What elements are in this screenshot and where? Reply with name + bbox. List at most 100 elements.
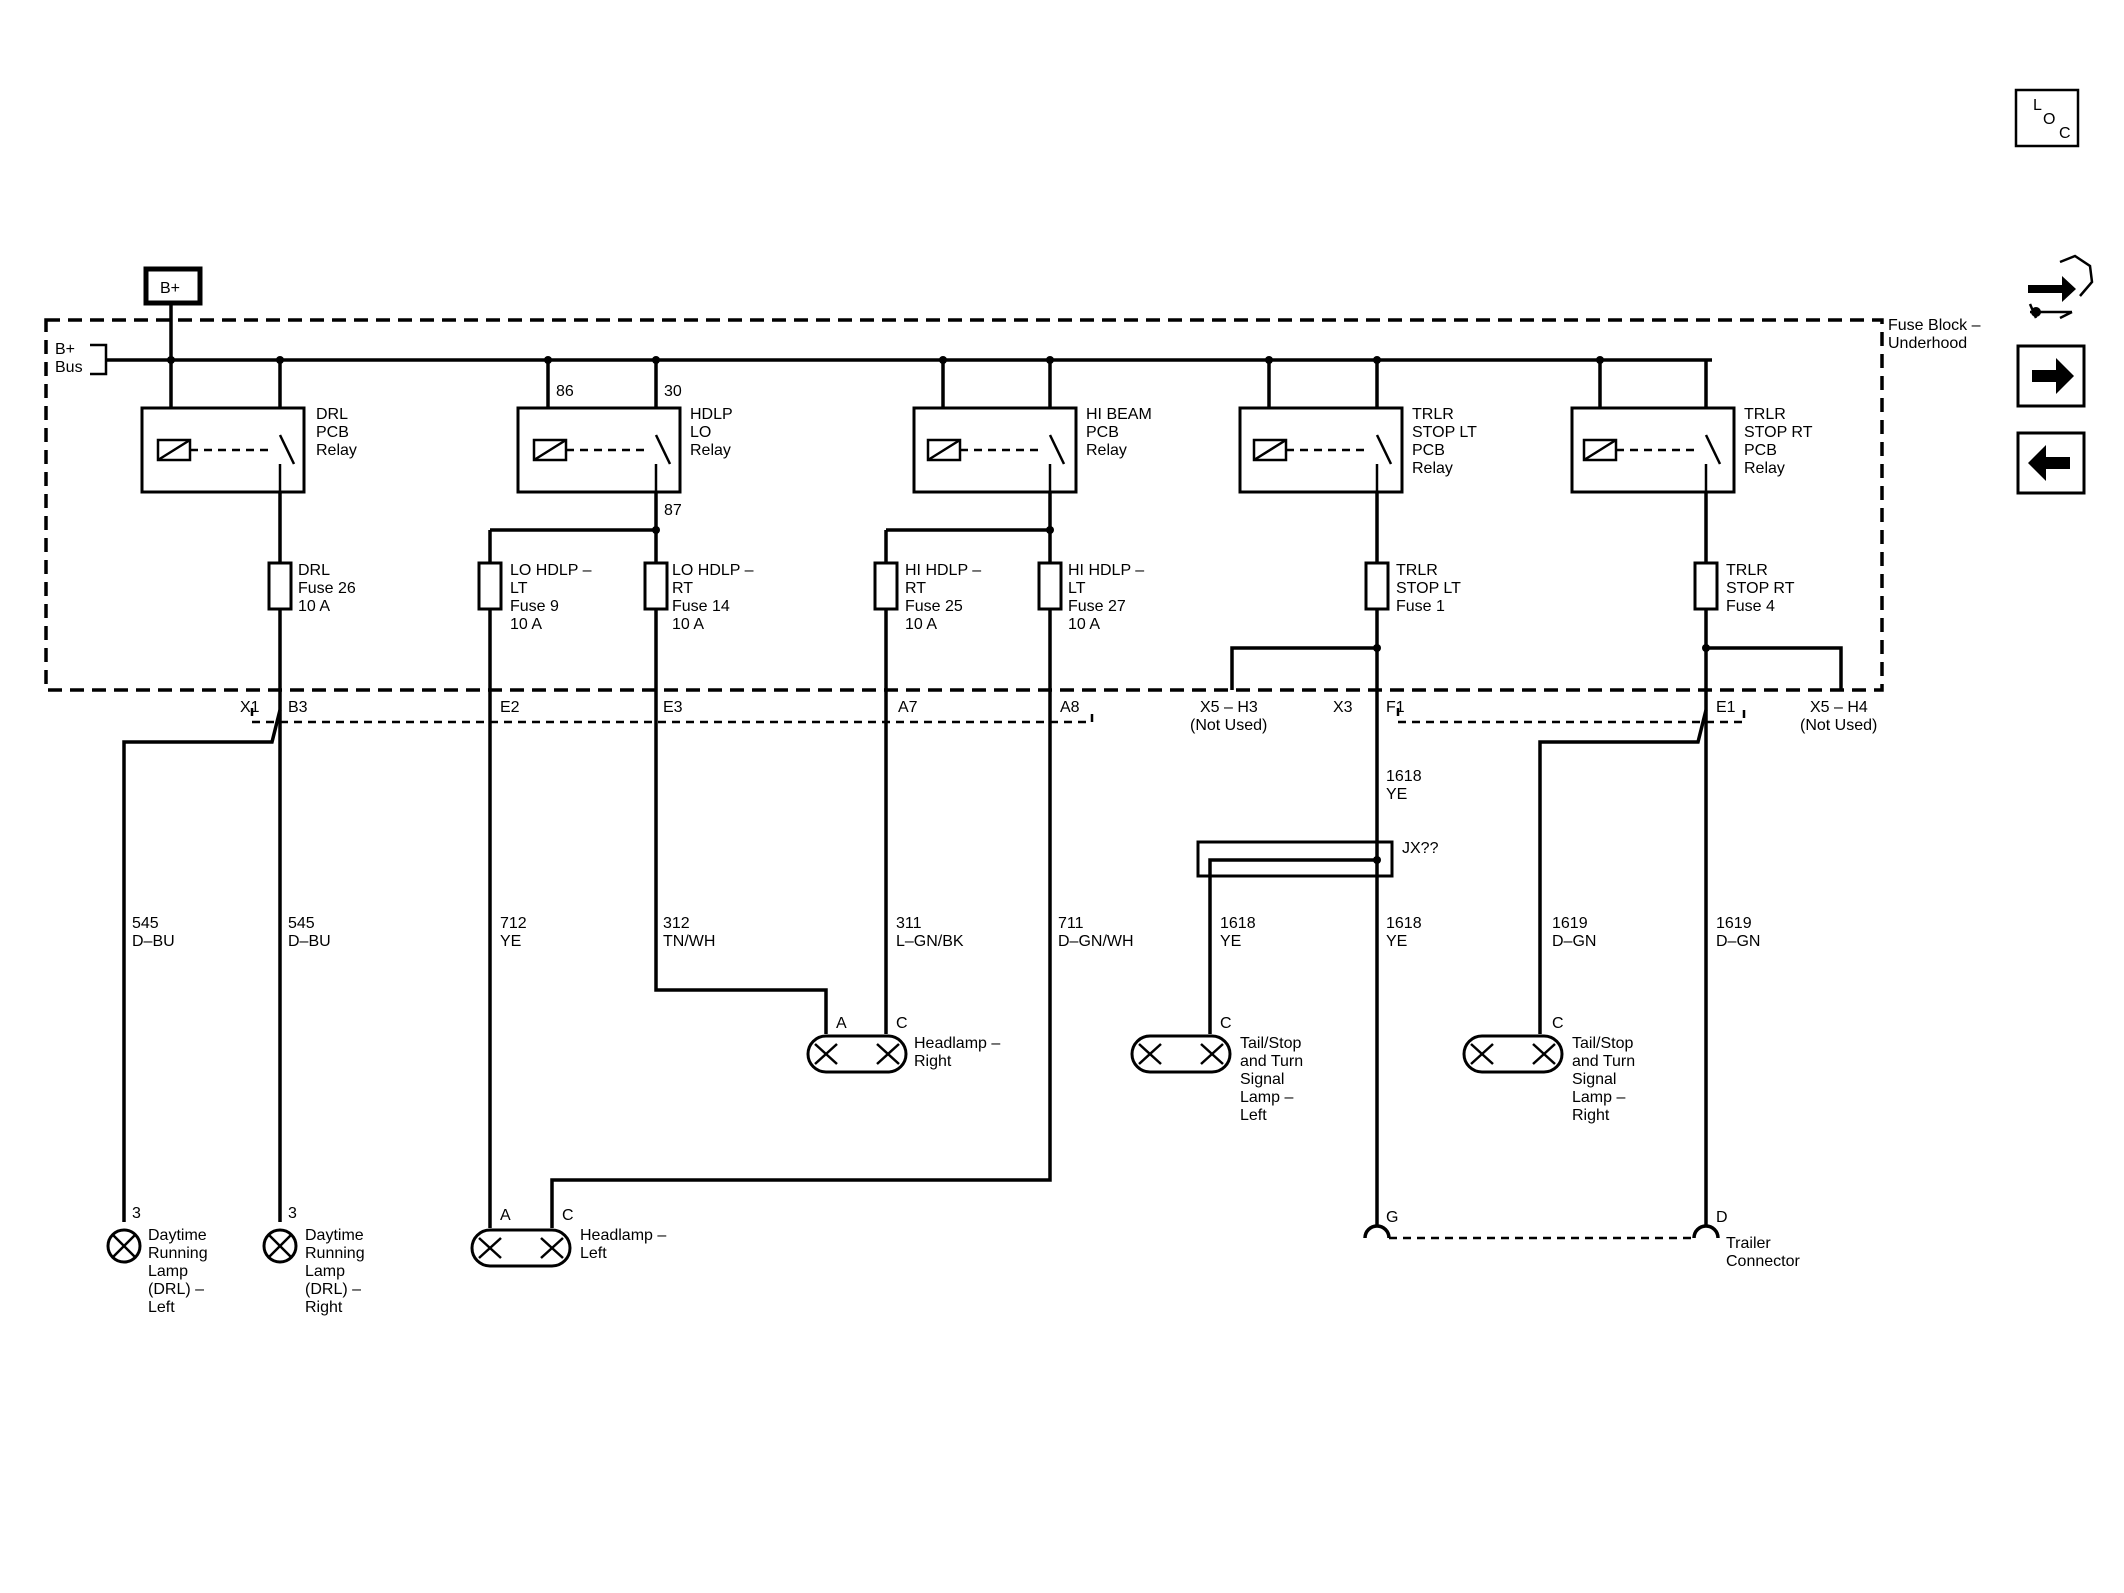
relay-trlr-lt-line-2: STOP LT — [1412, 424, 1477, 441]
relay-trlr-lt-line-1: TRLR — [1412, 406, 1454, 423]
wire-1618-upper-color: YE — [1386, 786, 1407, 803]
headlamp-right-line-1: Headlamp – — [914, 1035, 1000, 1052]
fuse-hi-lt-line-3: Fuse 27 — [1068, 598, 1126, 615]
fuse-lo-rt-line-4: 10 A — [672, 616, 704, 633]
fuse-trlr-rt-line-2: STOP RT — [1726, 580, 1795, 597]
pin-x5-h4-note: (Not Used) — [1800, 717, 1877, 734]
location-button[interactable]: L O C — [2014, 88, 2080, 148]
location-button-frame — [2014, 88, 2080, 148]
relay-hibeam-line-3: Relay — [1086, 442, 1127, 459]
bus-label-1: B+ — [55, 341, 75, 358]
wire-312-color: TN/WH — [663, 933, 715, 950]
fuse-drl-line-2: Fuse 26 — [298, 580, 356, 597]
wire-1618-tail-circuit: 1618 — [1220, 915, 1256, 932]
fuse-trlr-stop-rt — [1693, 561, 1719, 611]
relay-drl-line-2: PCB — [316, 424, 349, 441]
wire-312-circuit: 312 — [663, 915, 690, 932]
trailer-pin-g: G — [1386, 1209, 1398, 1226]
relay-hdlp-line-3: Relay — [690, 442, 731, 459]
relay-drl-line-3: Relay — [316, 442, 357, 459]
fuse-block-boundary — [44, 318, 1884, 692]
pin-x5-h3-note: (Not Used) — [1190, 717, 1267, 734]
bus-junctions — [167, 356, 1604, 364]
tail-left-pin: C — [1220, 1015, 1232, 1032]
wire-1618-tail-color: YE — [1220, 933, 1241, 950]
wire-311-circuit: 311 — [896, 915, 922, 932]
headlamp-left-line-1: Headlamp – — [580, 1227, 666, 1244]
trailer-line-2: Connector — [1726, 1253, 1800, 1270]
relay-hibeam-line-1: HI BEAM — [1086, 406, 1152, 423]
fuse-lo-lt-line-4: 10 A — [510, 616, 542, 633]
tail-stop-lamp-right: C Tail/Stop and Turn Signal Lamp – Right — [1462, 1015, 1635, 1124]
fuse-hi-rt-line-2: RT — [905, 580, 926, 597]
relay-hi-beam: HI BEAM PCB Relay — [912, 360, 1152, 494]
loc-letter-l: L — [2033, 97, 2042, 114]
tail-left-line-5: Left — [1240, 1107, 1267, 1124]
fuse-block-label-1: Fuse Block – — [1888, 317, 1981, 334]
tail-right-line-5: Right — [1572, 1107, 1610, 1124]
loc-letter-o: O — [2043, 111, 2055, 128]
relay-trlr-rt-line-1: TRLR — [1744, 406, 1786, 423]
drl-left-line-1: Daytime — [148, 1227, 207, 1244]
drl-left-line-4: (DRL) – — [148, 1281, 204, 1298]
relay-trlr-lt-line-3: PCB — [1412, 442, 1445, 459]
wire-1619-trailer-color: D–GN — [1716, 933, 1760, 950]
drl-right-line-3: Lamp — [305, 1263, 345, 1280]
relay-trlr-rt-line-2: STOP RT — [1744, 424, 1813, 441]
drl-left-line-5: Left — [148, 1299, 175, 1316]
relay-hibeam-line-2: PCB — [1086, 424, 1119, 441]
fuse-lo-rt-line-2: RT — [672, 580, 693, 597]
headlamp-right-pin-a: A — [836, 1015, 847, 1032]
fuse-lo-hdlp-rt — [643, 561, 669, 611]
pin-x5-h4: X5 – H4 — [1810, 699, 1868, 716]
bus-label-2: Bus — [55, 359, 83, 376]
fuse-lo-hdlp-lt — [477, 561, 503, 611]
fuse-trlr-lt-line-3: Fuse 1 — [1396, 598, 1445, 615]
drl-right-pin: 3 — [288, 1205, 297, 1222]
splice-jx: JX?? — [1196, 840, 1439, 1034]
drl-left-line-3: Lamp — [148, 1263, 188, 1280]
tail-right-line-1: Tail/Stop — [1572, 1035, 1633, 1052]
connector-view-icon[interactable] — [2028, 254, 2094, 320]
wire-545-right-color: D–BU — [288, 933, 331, 950]
relay-trlr-stop-lt: TRLR STOP LT PCB Relay — [1238, 360, 1477, 494]
next-page-arrow-icon — [2032, 358, 2074, 394]
drl-right-line-2: Running — [305, 1245, 365, 1262]
fuse-block-label-2: Underhood — [1888, 335, 1967, 352]
tail-right-line-2: and Turn — [1572, 1053, 1635, 1070]
previous-page-button[interactable] — [2016, 431, 2086, 495]
wire-712-circuit: 712 — [500, 915, 527, 932]
headlamp-right: A C Headlamp – Right — [806, 1015, 1000, 1074]
fuse-lo-lt-line-3: Fuse 9 — [510, 598, 559, 615]
fuse-trlr-stop-lt — [1364, 561, 1390, 611]
wire-545-left-color: D–BU — [132, 933, 175, 950]
wire-711-circuit: 711 — [1058, 915, 1084, 932]
fuse-hi-rt-line-1: HI HDLP – — [905, 562, 981, 579]
next-page-button[interactable] — [2016, 344, 2086, 408]
tail-left-line-2: and Turn — [1240, 1053, 1303, 1070]
splice-jx-label: JX?? — [1402, 840, 1439, 857]
relay-trlr-rt-line-3: PCB — [1744, 442, 1777, 459]
pin-e3: E3 — [663, 699, 683, 716]
wire-1619-tail — [1538, 709, 1708, 1034]
fuse-hi-lt-line-2: LT — [1068, 580, 1086, 597]
pin-e2: E2 — [500, 699, 520, 716]
drl-right-line-5: Right — [305, 1299, 343, 1316]
wire-1619-tail-circuit: 1619 — [1552, 915, 1588, 932]
wire-711 — [550, 710, 1052, 1228]
fuse-drl-line-1: DRL — [298, 562, 330, 579]
pin-x5-h3: X5 – H3 — [1200, 699, 1258, 716]
fuse-lo-rt-line-1: LO HDLP – — [672, 562, 754, 579]
drl-lamp-left: 3 Daytime Running Lamp (DRL) – Left — [106, 1205, 208, 1316]
drl-right-line-1: Daytime — [305, 1227, 364, 1244]
fuse-drl-line-3: 10 A — [298, 598, 330, 615]
battery-source: B+ — [143, 266, 203, 306]
relay-drl-line-1: DRL — [316, 406, 348, 423]
connector-x3-outline — [1396, 708, 1746, 724]
pin-a7: A7 — [898, 699, 918, 716]
headlamp-left: A C Headlamp – Left — [470, 1207, 666, 1268]
battery-source-label: B+ — [160, 280, 180, 297]
fuse-lo-lt-line-2: LT — [510, 580, 528, 597]
headlamp-right-line-2: Right — [914, 1053, 952, 1070]
